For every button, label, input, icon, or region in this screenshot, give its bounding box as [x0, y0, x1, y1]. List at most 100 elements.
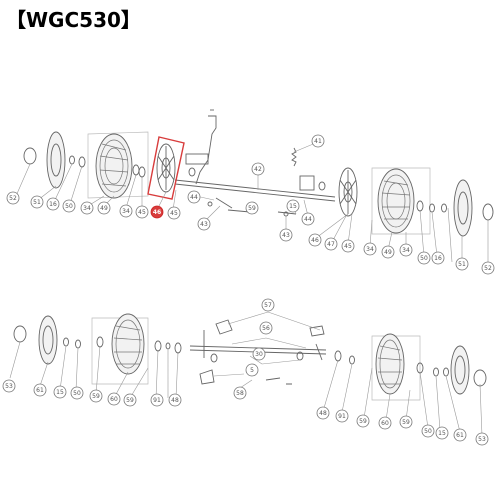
- callout-circle: [301, 212, 315, 226]
- callout-58: 58: [233, 386, 247, 400]
- callout-circle: [378, 416, 392, 430]
- callout-circle: [33, 383, 47, 397]
- callout-56: 56: [259, 321, 273, 335]
- callout-label: 59: [126, 397, 134, 404]
- callout-circle: [279, 228, 293, 242]
- callout-42: 42: [251, 162, 265, 176]
- callout-label: 50: [420, 255, 428, 262]
- callout-circle: [135, 205, 149, 219]
- callout-circle: [167, 206, 181, 220]
- callout-circle: [363, 242, 377, 256]
- callout-circle: [316, 406, 330, 420]
- callout-59: 59: [399, 415, 413, 429]
- callout-50: 50: [421, 424, 435, 438]
- callout-label: 53: [478, 436, 486, 443]
- callout-61: 61: [453, 428, 467, 442]
- callout-circle: [245, 201, 259, 215]
- callout-label: 45: [138, 209, 146, 216]
- callout-34: 34: [80, 201, 94, 215]
- callout-circle: [107, 392, 121, 406]
- callout-43: 43: [279, 228, 293, 242]
- callout-34: 34: [363, 242, 377, 256]
- callout-34: 34: [399, 243, 413, 257]
- callout-label: 16: [49, 201, 57, 208]
- callout-48: 48: [168, 393, 182, 407]
- callout-label: 45: [170, 210, 178, 217]
- callout-label: 46: [311, 237, 319, 244]
- callout-label: 60: [381, 420, 389, 427]
- callout-53: 53: [475, 432, 489, 446]
- callout-circle: [30, 195, 44, 209]
- callout-label: 60: [110, 396, 118, 403]
- callout-label: 53: [5, 383, 13, 390]
- callout-circle: [475, 432, 489, 446]
- callout-circle: [150, 205, 164, 219]
- callout-circle: [399, 243, 413, 257]
- callout-circle: [356, 414, 370, 428]
- callout-label: 45: [344, 243, 352, 250]
- callout-label: 61: [36, 387, 44, 394]
- callout-45: 45: [135, 205, 149, 219]
- callout-circle: [481, 261, 495, 275]
- callout-label: 5: [250, 367, 254, 374]
- callout-label: 59: [359, 418, 367, 425]
- callout-59: 59: [245, 201, 259, 215]
- callout-44: 44: [187, 190, 201, 204]
- callout-circle: [119, 204, 133, 218]
- callout-label: 34: [83, 205, 91, 212]
- callout-circle: [399, 415, 413, 429]
- callout-41: 41: [311, 134, 325, 148]
- callout-circle: [381, 245, 395, 259]
- callout-label: 50: [65, 203, 73, 210]
- callout-50: 50: [417, 251, 431, 265]
- callout-label: 43: [200, 221, 208, 228]
- callout-circle: [46, 197, 60, 211]
- callout-label: 51: [458, 261, 466, 268]
- callout-5: 5: [245, 363, 259, 377]
- callout-91: 91: [335, 409, 349, 423]
- callout-label: 58: [236, 390, 244, 397]
- upper-assembly: [15, 109, 494, 266]
- callout-circle: [123, 393, 137, 407]
- callout-label: 48: [319, 410, 327, 417]
- callout-49: 49: [381, 245, 395, 259]
- callout-49: 49: [97, 201, 111, 215]
- callout-50: 50: [70, 386, 84, 400]
- callout-45: 45: [341, 239, 355, 253]
- callout-label: 49: [100, 205, 108, 212]
- callout-circle: [62, 199, 76, 213]
- callout-16: 16: [46, 197, 60, 211]
- callout-57: 57: [261, 298, 275, 312]
- callout-label: 47: [327, 241, 335, 248]
- callout-circle: [259, 321, 273, 335]
- callout-44: 44: [301, 212, 315, 226]
- callout-label: 34: [122, 208, 130, 215]
- callout-46: 46: [308, 233, 322, 247]
- callout-circle: [324, 237, 338, 251]
- callout-circle: [455, 257, 469, 271]
- callout-label: 50: [424, 428, 432, 435]
- callout-label: 41: [314, 138, 322, 145]
- callout-45: 45: [167, 206, 181, 220]
- callout-47: 47: [324, 237, 338, 251]
- callout-label: 57: [264, 302, 272, 309]
- callout-circle: [311, 134, 325, 148]
- callout-circle: [335, 409, 349, 423]
- callout-circle: [431, 251, 445, 265]
- callout-label: 15: [56, 389, 64, 396]
- callout-label: 15: [438, 430, 446, 437]
- callout-label: 48: [171, 397, 179, 404]
- callout-label: 51: [33, 199, 41, 206]
- callout-label: 56: [262, 325, 270, 332]
- callout-circle: [233, 386, 247, 400]
- callout-circle: [251, 162, 265, 176]
- callout-label: 59: [248, 205, 256, 212]
- callout-label: 49: [384, 249, 392, 256]
- callout-30: 30: [252, 347, 266, 361]
- callout-circle: [421, 424, 435, 438]
- callout-circle: [435, 426, 449, 440]
- callout-label: 43: [282, 232, 290, 239]
- callout-circle: [286, 199, 300, 213]
- callout-circle: [70, 386, 84, 400]
